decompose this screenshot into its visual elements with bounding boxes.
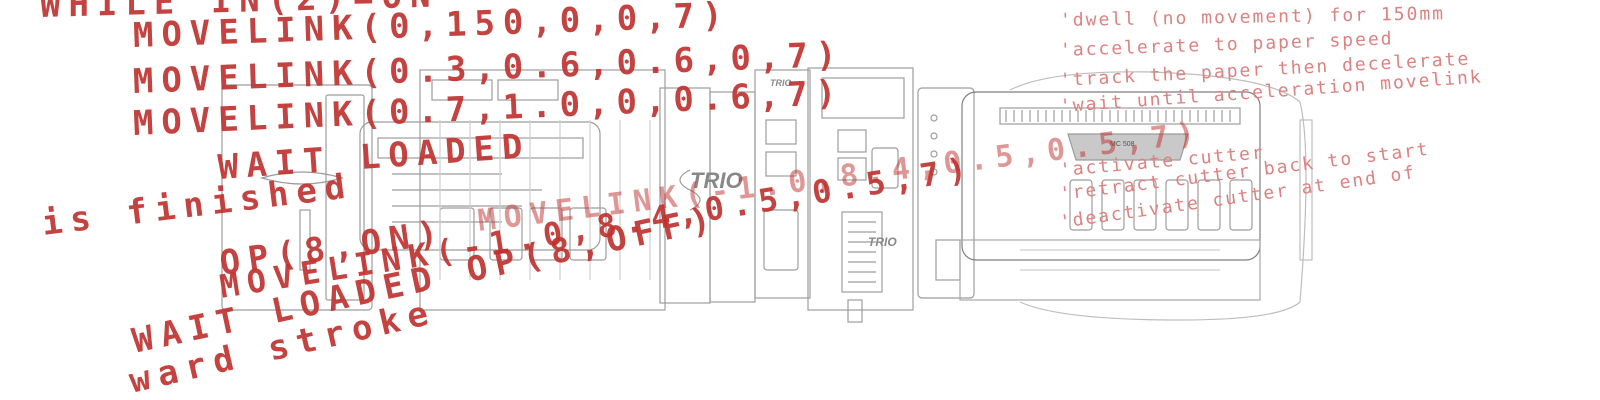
- trio-logo: TRIO: [770, 78, 792, 88]
- io-module: [917, 87, 975, 299]
- trio-logo: TRIO: [690, 168, 743, 193]
- expansion-module: [359, 121, 601, 251]
- drive-unit-left: [221, 84, 373, 311]
- slim-module: [754, 69, 811, 299]
- trio-logo: TRIO: [868, 235, 897, 249]
- main-controller: [961, 91, 1261, 261]
- rack-panel: [419, 69, 666, 311]
- model-label: MC 508: [1110, 141, 1135, 148]
- controller-module: [807, 67, 914, 311]
